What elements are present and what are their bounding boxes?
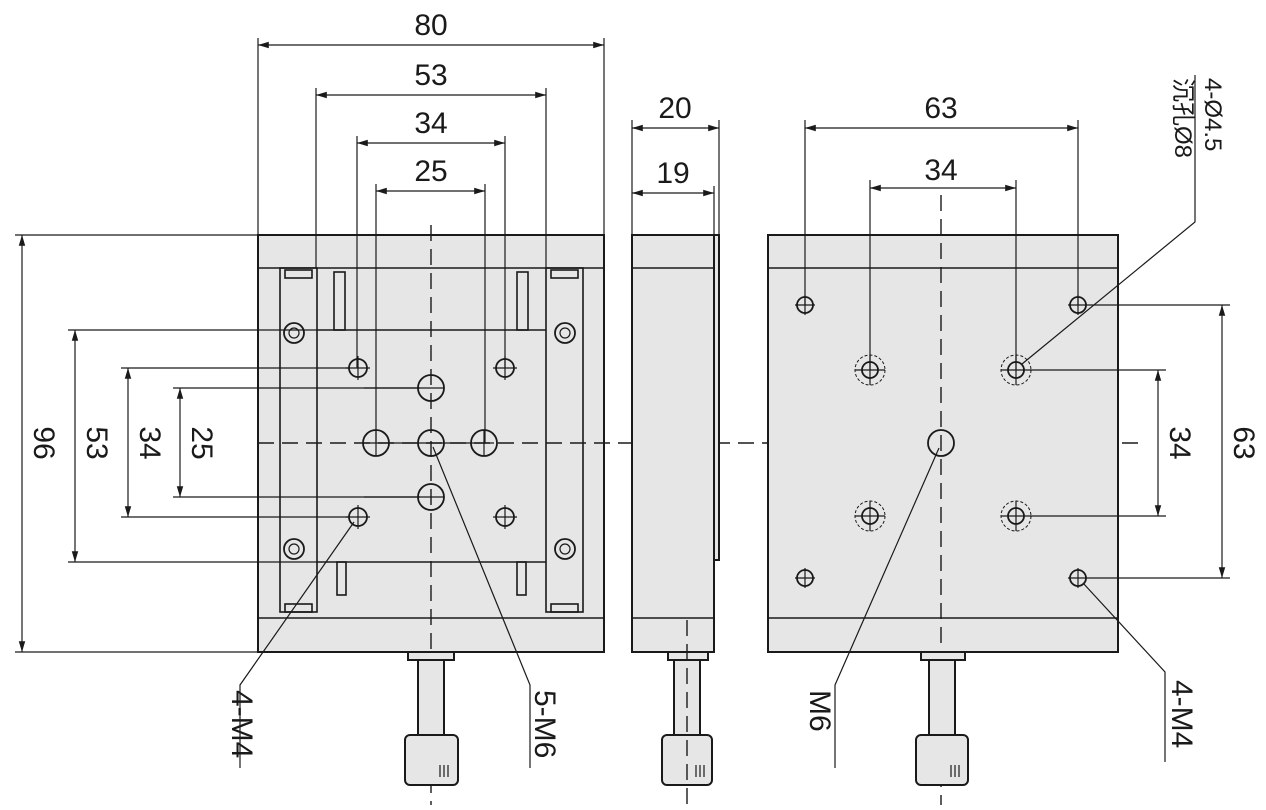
front-view: 80 53 34 25 96 53 34 25 4-M4 5-M6 [15,9,1140,805]
callout-m6-rear: M6 [803,690,836,732]
callout-counterbore-dia-8: 沉孔Ø8 [1169,78,1196,158]
dim-height-25: 25 [185,426,218,459]
dim-width-34: 34 [414,107,447,140]
dim-width-25: 25 [414,155,447,188]
dim-height-96: 96 [27,426,60,459]
side-view: 20 19 [631,92,720,805]
micrometer-knob [404,651,459,786]
callout-4-m4-rear: 4-M4 [1165,680,1198,748]
callout-5-m6: 5-M6 [528,690,561,758]
counterbored-screws [283,322,576,560]
dim-thickness-19: 19 [656,157,689,190]
dim-thickness-20: 20 [658,92,691,125]
dim-height-53: 53 [80,426,113,459]
rear-view: 63 34 34 63 4-Ø4.5 沉孔Ø8 M6 4-M4 [767,75,1260,805]
dim-height-34-rear: 34 [1163,426,1196,459]
dim-height-34: 34 [133,426,166,459]
dim-height-63-rear: 63 [1227,426,1260,459]
dim-width-63-rear: 63 [924,92,957,125]
callout-4-m4-front: 4-M4 [225,690,258,758]
dim-width-34-rear: 34 [924,154,957,187]
callout-4-dia-4-5: 4-Ø4.5 [1199,78,1226,151]
dim-width-53: 53 [414,59,447,92]
dim-width-80: 80 [414,9,447,42]
